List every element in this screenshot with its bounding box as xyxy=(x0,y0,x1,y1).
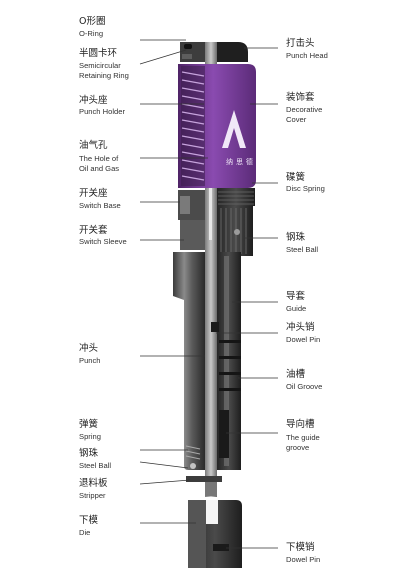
die-dowel-pin-part xyxy=(213,544,229,551)
punch-tip xyxy=(205,482,217,496)
switch-sleeve-knurl xyxy=(220,208,247,254)
oil-groove-part xyxy=(219,340,241,391)
label-punch-en: Punch xyxy=(79,356,101,365)
label-die-en: Die xyxy=(79,528,90,537)
label-decorative-cover-en-1: Decorative xyxy=(286,105,322,114)
label-spring-en: Spring xyxy=(79,432,101,441)
switch-base-highlight xyxy=(180,196,190,214)
label-punch-dowel-pin-zh: 冲头销 xyxy=(286,321,315,333)
cover-logo: 纳 思 德 xyxy=(222,110,253,166)
label-steel-ball-right-zh: 钢珠 xyxy=(286,231,306,243)
label-switch-base-en: Switch Base xyxy=(79,201,121,210)
assembly-drawing: 纳 思 德 xyxy=(173,42,256,568)
label-switch-base-zh: 开关座 xyxy=(79,187,108,199)
label-punch-dowel-pin-en: Dowel Pin xyxy=(286,335,320,344)
die-section xyxy=(188,500,206,568)
label-disc-spring-zh: 碟簧 xyxy=(286,171,306,183)
label-oil-gas-en-2: Oil and Gas xyxy=(79,164,119,173)
label-steel-ball-right-en: Steel Ball xyxy=(286,245,318,254)
label-guide-groove-en-2: groove xyxy=(286,443,309,452)
label-guide-groove-zh: 导向槽 xyxy=(286,418,315,430)
steel-ball-upper xyxy=(234,229,240,235)
label-die-dowel-pin-zh: 下模销 xyxy=(286,541,315,553)
label-guide-zh: 导套 xyxy=(286,290,306,302)
label-oil-gas-en-1: The Hole of xyxy=(79,154,119,163)
o-ring-part xyxy=(184,44,192,49)
label-oil-groove-en: Oil Groove xyxy=(286,382,322,391)
label-punch-head-zh: 打击头 xyxy=(286,37,315,49)
label-decorative-cover-en-2: Cover xyxy=(286,115,307,124)
labels-right: 打击头 Punch Head 装饰套 Decorative Cover 碟簧 D… xyxy=(286,37,328,564)
label-decorative-cover-zh: 装饰套 xyxy=(286,91,315,103)
punch-dowel-pin-part xyxy=(211,322,219,332)
label-punch-holder-en: Punch Holder xyxy=(79,107,125,116)
label-oil-gas-zh: 油气孔 xyxy=(79,139,108,151)
label-punch-head-en: Punch Head xyxy=(286,51,328,60)
spring-part xyxy=(185,445,201,460)
steel-ball-lower xyxy=(190,463,196,469)
disc-spring-lines xyxy=(218,191,254,205)
labels-left: O形圈 O-Ring 半圆卡环 Semicircular Retaining R… xyxy=(79,15,129,537)
label-switch-sleeve-zh: 开关套 xyxy=(79,224,108,236)
label-punch-holder-zh: 冲头座 xyxy=(79,94,108,106)
label-oil-groove-zh: 油槽 xyxy=(286,368,306,380)
label-die-dowel-pin-en: Dowel Pin xyxy=(286,555,320,564)
die-cavity xyxy=(206,500,218,524)
logo-mark-icon xyxy=(222,110,246,148)
label-die-zh: 下模 xyxy=(79,514,99,526)
label-retaining-ring-zh: 半圆卡环 xyxy=(79,47,117,59)
label-o-ring-zh: O形圈 xyxy=(79,15,105,27)
label-retaining-ring-en-2: Retaining Ring xyxy=(79,71,129,80)
label-steel-ball-left-zh: 钢珠 xyxy=(79,447,99,459)
label-switch-sleeve-en: Switch Sleeve xyxy=(79,237,127,246)
label-steel-ball-left-en: Steel Ball xyxy=(79,461,111,470)
switch-sleeve-section xyxy=(180,220,205,250)
leader-lines xyxy=(139,39,278,549)
label-guide-en: Guide xyxy=(286,304,306,313)
label-disc-spring-en: Disc Spring xyxy=(286,184,325,193)
label-stripper-zh: 退料板 xyxy=(79,477,108,489)
label-o-ring-en: O-Ring xyxy=(79,29,103,38)
cover-logo-text: 纳 思 德 xyxy=(226,157,253,166)
guide-groove-part xyxy=(219,410,229,458)
stripper-part xyxy=(186,476,222,482)
punch-holder-spring xyxy=(181,66,205,186)
disc-spring-part xyxy=(217,188,255,206)
label-spring-zh: 弹簧 xyxy=(79,418,99,430)
label-guide-groove-en-1: The guide xyxy=(286,433,320,442)
label-punch-zh: 冲头 xyxy=(79,342,98,354)
guide-part xyxy=(173,252,205,470)
guide-shine xyxy=(224,256,229,466)
label-stripper-en: Stripper xyxy=(79,491,106,500)
label-retaining-ring-en-1: Semicircular xyxy=(79,61,121,70)
retaining-ring-part xyxy=(182,54,192,59)
